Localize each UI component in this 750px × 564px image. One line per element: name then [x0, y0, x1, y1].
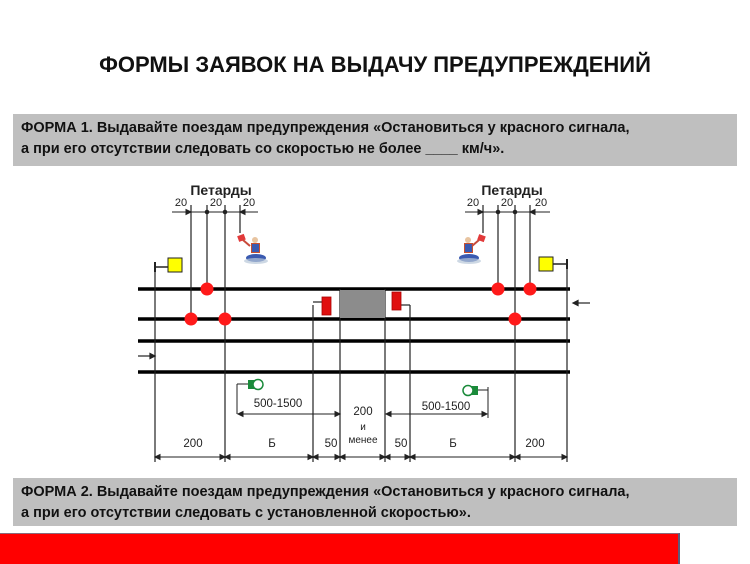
petard-spacing: 20: [501, 197, 513, 209]
green-sign-icon: [462, 384, 489, 418]
petard-spacing: 20: [467, 197, 479, 209]
form-2-line-2: а при его отсутствии следовать с установ…: [21, 505, 471, 521]
green-sign-icon: [236, 378, 264, 414]
yellow-signal-icon: [538, 256, 568, 272]
petard-icon: [200, 282, 214, 296]
petards-left-label: Петарды: [190, 182, 251, 198]
dimension-label: 200: [525, 438, 544, 450]
direction-arrow-left-icon: [571, 299, 590, 307]
bottom-dimensions: [153, 453, 569, 461]
form-2-box: ФОРМА 2. Выдавайте поездам предупреждени…: [13, 478, 737, 526]
petards: [184, 282, 537, 326]
sign-distance-dimensions: [236, 410, 489, 418]
dimension-label: 50: [395, 438, 408, 450]
dimension-label: Б: [268, 438, 276, 450]
petard-icon: [218, 312, 232, 326]
petard-spacing: 20: [243, 197, 255, 209]
form-2-line-1: ФОРМА 2. Выдавайте поездам предупреждени…: [21, 484, 630, 500]
petard-spacing: 20: [535, 197, 547, 209]
vertical-guides: [154, 205, 568, 462]
form-1-box: ФОРМА 1. Выдавайте поездам предупреждени…: [13, 114, 737, 166]
red-stop-signal-icon: [313, 296, 332, 316]
page-title: ФОРМЫ ЗАЯВОК НА ВЫДАЧУ ПРЕДУПРЕЖДЕНИЙ: [99, 52, 651, 77]
dimension-label: 50: [325, 438, 338, 450]
petard-spacing: 20: [175, 197, 187, 209]
dimension-label: и: [360, 422, 366, 433]
dimension-label: менее: [348, 435, 378, 446]
dimension-label: 200: [183, 438, 202, 450]
red-stop-signal-icon: [391, 291, 410, 311]
work-zone: [340, 290, 385, 318]
petard-icon: [523, 282, 537, 296]
signalman-icon: [237, 233, 268, 264]
direction-arrow-right-icon: [138, 352, 157, 360]
petard-spacing: 20: [210, 197, 222, 209]
petard-icon: [491, 282, 505, 296]
dimension-label: 200: [353, 406, 372, 418]
sign-distance-right: 500-1500: [422, 401, 471, 413]
dimension-label: Б: [449, 438, 457, 450]
form-1-line-1: ФОРМА 1. Выдавайте поездам предупреждени…: [21, 120, 630, 136]
yellow-signal-icon: [154, 257, 183, 273]
petard-icon: [508, 312, 522, 326]
signalman-icon: [457, 234, 486, 264]
petard-icon: [184, 312, 198, 326]
petard-dimensions: [172, 208, 550, 216]
red-footer-bar: [0, 533, 680, 564]
sign-distance-left: 500-1500: [254, 398, 303, 410]
petards-right-label: Петарды: [481, 182, 542, 198]
form-1-line-2: а при его отсутствии следовать со скорос…: [21, 141, 505, 157]
